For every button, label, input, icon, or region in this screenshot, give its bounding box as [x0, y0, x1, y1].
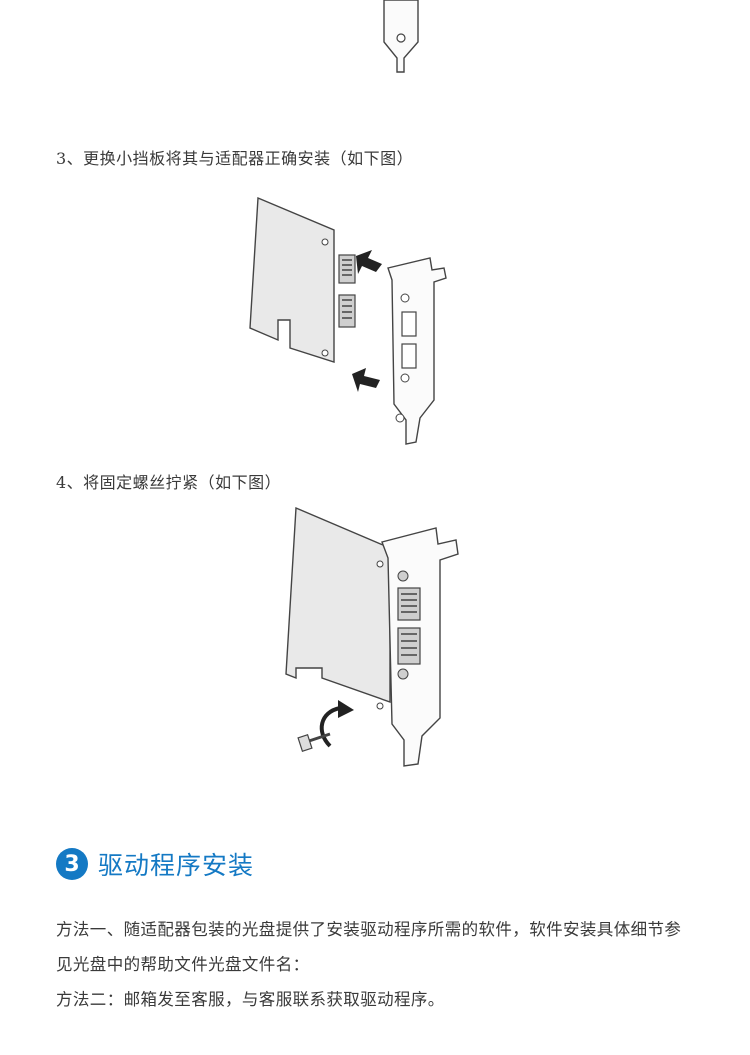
- section-number-badge: 3: [56, 848, 88, 880]
- step-3-text: 3、更换小挡板将其与适配器正确安装（如下图）: [56, 149, 414, 168]
- section-title: 驱动程序安装: [98, 851, 255, 880]
- method-2-text: 方法二：邮箱发至客服，与客服联系获取驱动程序。: [56, 990, 445, 1009]
- section-heading: 3 驱动程序安装: [56, 844, 254, 884]
- bracket-illustration-top: [383, 0, 419, 73]
- tighten-screw-illustration: [285, 506, 459, 767]
- step-4-text: 4、将固定螺丝拧紧（如下图）: [56, 473, 282, 492]
- replace-bracket-illustration: [249, 196, 447, 445]
- method-1-text: 方法一、随适配器包装的光盘提供了安装驱动程序所需的软件，软件安装具体细节参见光盘…: [56, 920, 682, 974]
